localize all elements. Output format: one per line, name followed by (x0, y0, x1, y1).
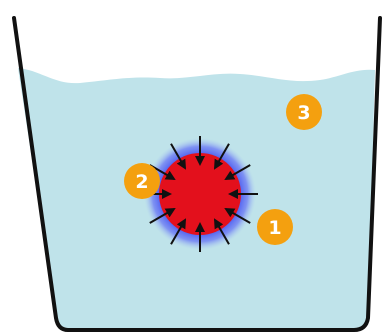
badge-1-label: 1 (268, 217, 281, 239)
badge-1: 1 (257, 209, 293, 245)
badge-2: 2 (124, 163, 160, 199)
badge-2-label: 2 (135, 171, 148, 193)
badge-3: 3 (286, 94, 322, 130)
sphere-core (159, 153, 241, 235)
badge-3-label: 3 (297, 102, 310, 124)
